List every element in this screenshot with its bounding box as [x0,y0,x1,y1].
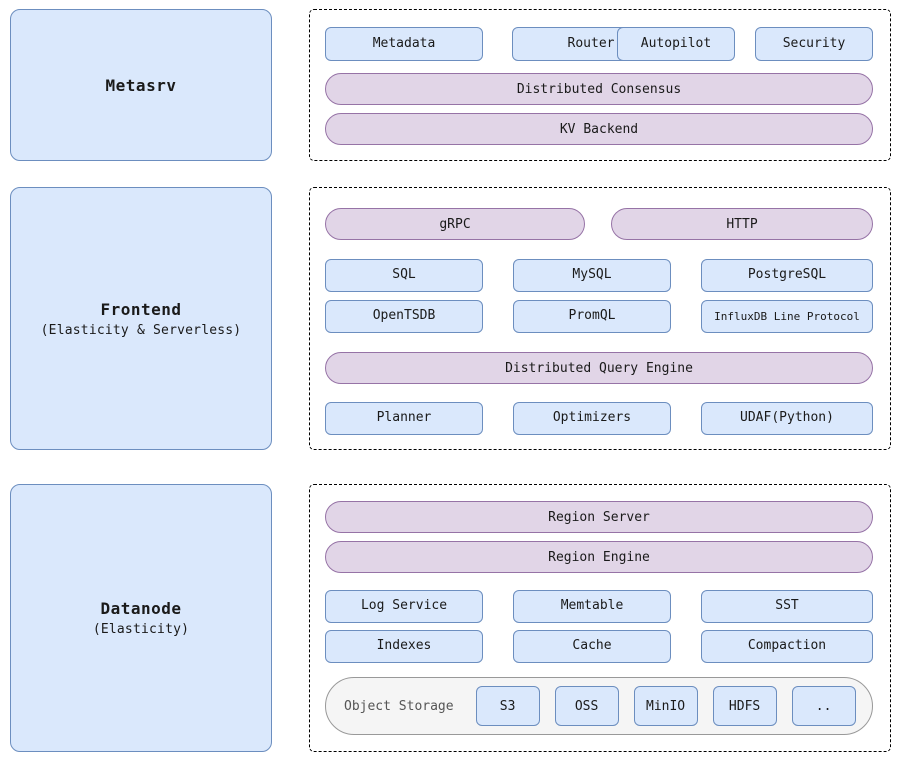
left-card-subtitle: (Elasticity) [92,622,190,637]
pill-label: Region Server [548,509,650,525]
node-label: InfluxDB Line Protocol [714,309,860,323]
pill-grpc[interactable]: gRPC [325,208,585,240]
pill-label: KV Backend [559,121,639,137]
node-label: Optimizers [552,410,632,426]
node-udaf-python[interactable]: UDAF(Python) [701,402,873,435]
object-storage-shell: Object Storage S3 OSS MinIO HDFS .. [325,677,873,735]
node-memtable[interactable]: Memtable [513,590,671,623]
pill-label: gRPC [439,216,471,232]
storage-chip-label: HDFS [728,698,761,714]
node-label: Cache [572,638,612,654]
pill-label: Distributed Consensus [516,81,682,97]
node-compaction[interactable]: Compaction [701,630,873,663]
storage-chip-label: S3 [499,698,516,714]
node-sst[interactable]: SST [701,590,873,623]
node-sql[interactable]: SQL [325,259,483,292]
node-planner[interactable]: Planner [325,402,483,435]
node-opentsdb[interactable]: OpenTSDB [325,300,483,333]
left-card-subtitle: (Elasticity & Serverless) [40,322,242,338]
node-label: Autopilot [640,35,712,51]
pill-distributed-consensus[interactable]: Distributed Consensus [325,73,873,105]
node-label: Compaction [747,638,827,654]
node-label: Security [782,35,846,51]
node-label: PostgreSQL [747,267,827,283]
storage-chip-label: MinIO [646,698,686,714]
node-cache[interactable]: Cache [513,630,671,663]
left-card-title: Datanode [100,599,182,618]
left-card-datanode: Datanode (Elasticity) [10,484,272,752]
storage-chip-minio[interactable]: MinIO [633,686,698,726]
left-card-metasrv: Metasrv [10,9,272,161]
storage-chip-label: .. [815,698,832,714]
node-mysql[interactable]: MySQL [513,259,671,292]
storage-chip-more[interactable]: .. [791,686,856,726]
pill-label: Region Engine [548,549,650,565]
group-datanode [309,484,891,752]
node-label: Planner [376,410,432,426]
node-label: Metadata [372,35,436,51]
node-security[interactable]: Security [755,27,873,61]
node-label: UDAF(Python) [740,410,834,426]
node-label: PromQL [568,308,616,324]
node-metadata[interactable]: Metadata [325,27,483,61]
storage-chip-label: OSS [574,698,599,714]
node-label: OpenTSDB [372,308,436,324]
pill-http[interactable]: HTTP [611,208,873,240]
storage-chip-s3[interactable]: S3 [475,686,540,726]
node-postgresql[interactable]: PostgreSQL [701,259,873,292]
left-card-frontend: Frontend (Elasticity & Serverless) [10,187,272,450]
node-label: Router [567,35,615,51]
pill-label: Distributed Query Engine [505,360,693,376]
node-promql[interactable]: PromQL [513,300,671,333]
node-autopilot[interactable]: Autopilot [617,27,735,61]
storage-chip-oss[interactable]: OSS [554,686,619,726]
node-label: Memtable [560,598,624,614]
group-frontend [309,187,891,450]
node-indexes[interactable]: Indexes [325,630,483,663]
pill-region-engine[interactable]: Region Engine [325,541,873,573]
node-label: Log Service [360,598,448,614]
left-card-title: Frontend [100,299,182,319]
group-metasrv [309,9,891,161]
node-optimizers[interactable]: Optimizers [513,402,671,435]
pill-distributed-query-engine[interactable]: Distributed Query Engine [325,352,873,384]
pill-region-server[interactable]: Region Server [325,501,873,533]
node-label: Indexes [376,638,432,654]
node-log-service[interactable]: Log Service [325,590,483,623]
left-card-title: Metasrv [105,75,177,95]
object-storage-label: Object Storage [344,698,454,714]
storage-chip-hdfs[interactable]: HDFS [712,686,777,726]
node-label: SQL [392,267,416,283]
node-label: MySQL [572,267,612,283]
node-label: SST [775,598,799,614]
node-influxdb-line-protocol[interactable]: InfluxDB Line Protocol [701,300,873,333]
pill-label: HTTP [726,216,758,232]
pill-kv-backend[interactable]: KV Backend [325,113,873,145]
